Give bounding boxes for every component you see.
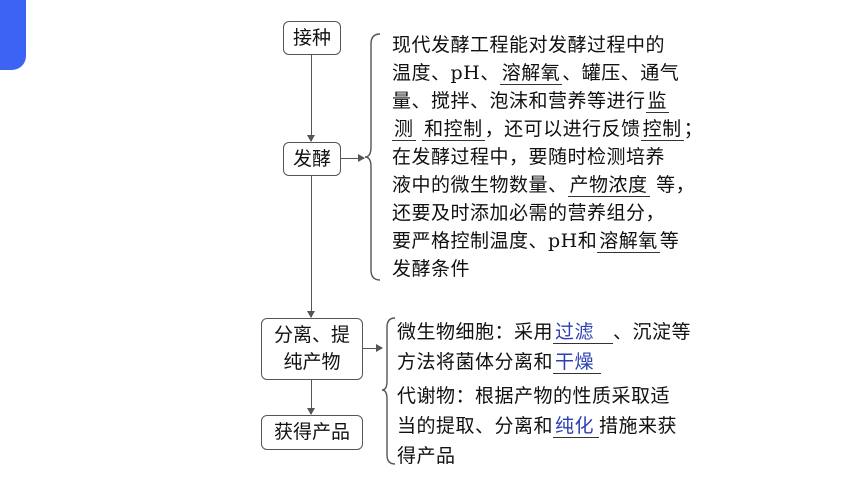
node-separation: 分离、提 纯产物 [261,318,363,380]
text-segment: 温度、pH、 [392,62,500,84]
answer-blank-monitor-1: 监 [645,90,670,113]
cells-line-1: 微生物细胞：采用过滤、沉淀等 [397,317,691,347]
answer-blank-dissolved-oxygen-2: 溶解氧 [597,230,660,253]
metabolite-line-1: 代谢物：根据产物的性质采取适 [397,381,691,411]
text-segment: 现代发酵工程能对发酵过程中的 [392,34,666,56]
text-segment: 等 [659,230,680,252]
fermentation-line-5: 在发酵过程中，要随时检测培养 [392,143,703,171]
text-segment: ； [683,118,704,140]
text-segment: 还要及时添加必需的营养组分， [392,202,666,224]
arrow-fermentation-to-separation [307,175,315,318]
text-segment: 要严格控制温度、pH和 [392,230,598,252]
text-segment: 、罐压、通气 [562,62,680,84]
answer-blank-purification: 纯化 [553,415,600,438]
node-inoculation: 接种 [283,21,341,55]
arrow-fermentation-to-brace [340,154,365,162]
answer-blank-product-concentration: 产物浓度 [567,174,650,197]
arrow-inoculation-to-fermentation [307,54,315,142]
answer-blank-feedback-control: 控制 [640,118,684,141]
fermentation-line-2: 温度、pH、溶解氧、罐压、通气 [392,59,703,87]
node-product: 获得产品 [261,415,363,450]
text-segment: 等， [649,174,696,196]
text-segment: 微生物细胞：采用 [397,321,554,343]
text-segment: 在发酵过程中，要随时检测培养 [392,146,666,168]
accent-tab [0,0,26,70]
fermentation-line-4: 测 和控制，还可以进行反馈控制； [392,115,703,143]
text-segment: 代谢物：根据产物的性质采取适 [397,385,671,407]
node-separation-label-1: 分离、提 [273,324,350,346]
text-segment: 发酵条件 [392,258,471,280]
separation-description: 微生物细胞：采用过滤、沉淀等 方法将菌体分离和干燥 代谢物：根据产物的性质采取适… [397,317,691,471]
fermentation-line-6: 液中的微生物数量、产物浓度 等， [392,171,703,199]
text-segment: 、沉淀等 [613,321,692,343]
text-segment: 当的提取、分离和 [397,415,554,437]
fermentation-line-3: 量、搅拌、泡沫和营养等进行监 [392,87,703,115]
fermentation-line-7: 还要及时添加必需的营养组分， [392,199,703,227]
node-separation-label-2: 纯产物 [283,351,341,373]
fermentation-line-9: 发酵条件 [392,255,703,283]
brace-fermentation [364,33,381,281]
fermentation-line-8: 要严格控制温度、pH和溶解氧等 [392,227,703,255]
answer-blank-dissolved-oxygen: 溶解氧 [499,62,563,85]
node-fermentation: 发酵 [283,142,341,176]
brace-separation [381,317,396,465]
answer-blank-drying: 干燥 [553,351,602,374]
arrow-separation-to-brace [362,344,383,352]
text-segment: 量、搅拌、泡沫和营养等进行 [392,90,646,112]
answer-blank-filtration: 过滤 [553,321,614,344]
answer-blank-monitor-2: 测 [392,118,416,141]
arrow-separation-to-product [307,379,315,415]
fermentation-line-1: 现代发酵工程能对发酵过程中的 [392,31,703,59]
node-inoculation-label: 接种 [292,26,331,49]
text-segment: 方法将菌体分离和 [397,351,554,373]
cells-line-2: 方法将菌体分离和干燥 [397,347,691,377]
text-segment: 液中的微生物数量、 [392,174,568,196]
node-fermentation-label: 发酵 [292,147,331,170]
node-product-label: 获得产品 [273,421,350,443]
text-segment: 得产品 [397,445,456,467]
metabolite-line-3: 得产品 [397,441,691,471]
metabolite-line-2: 当的提取、分离和纯化措施来获 [397,411,691,441]
text-segment: 措施来获 [599,415,678,437]
text-segment: ，还可以进行反馈 [484,118,641,140]
fermentation-description: 现代发酵工程能对发酵过程中的 温度、pH、溶解氧、罐压、通气 量、搅拌、泡沫和营… [392,31,703,283]
answer-blank-control: 和控制 [422,118,485,141]
